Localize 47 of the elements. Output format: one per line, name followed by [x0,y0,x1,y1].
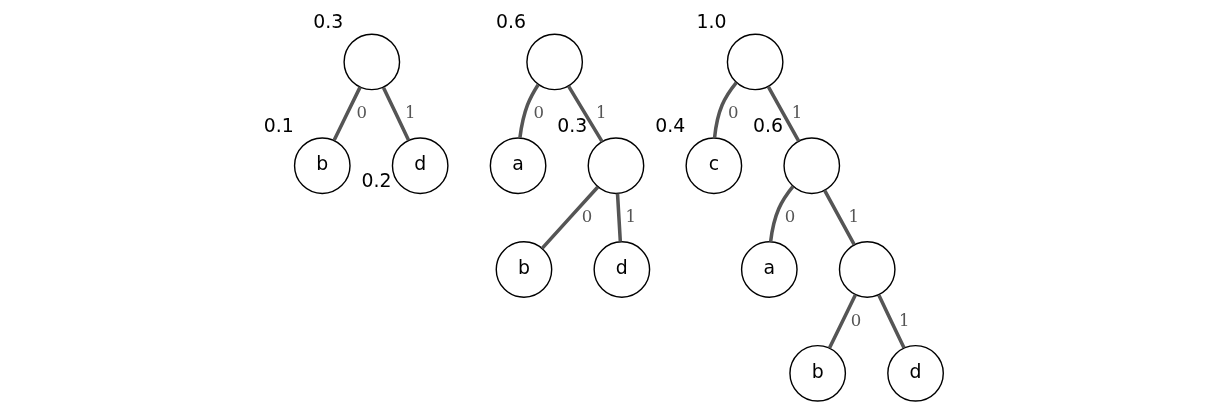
node-circle: d [391,137,449,195]
edge-label: 1 [595,103,607,123]
node-circle: a [740,241,798,298]
edge-label: 1 [404,103,416,123]
node-label: 0.6 [496,10,526,33]
node-label: 1.0 [696,10,727,33]
node-circle: d [887,344,944,402]
connector [615,193,623,242]
node-circle: d [593,241,651,298]
node-circle [343,33,401,91]
edge-label: 0 [533,103,544,123]
node-label: 0.4 [655,113,686,136]
node-label: 0.1 [263,113,294,136]
connector [827,293,858,349]
connector [877,294,906,349]
node-circle [726,33,784,91]
node-circle: b [495,241,553,298]
node-label: 0.2 [361,169,392,192]
edge-label: 1 [848,206,859,226]
node-circle: a [489,137,547,195]
node-circle [783,137,841,195]
connector [823,189,856,246]
edge-label: 0 [784,206,796,226]
edge-label: 0 [581,206,593,226]
node-circle [526,33,584,91]
node-label: 0.3 [557,113,588,136]
node-circle: c [685,137,743,195]
node-circle: b [789,344,847,402]
connector [518,83,540,139]
node-label: 0.6 [753,113,784,136]
node-label: 0.3 [313,10,344,33]
connector [567,85,604,143]
edge-label: 1 [791,103,803,123]
edge-label: 0 [728,103,739,123]
edge-label: 1 [625,206,636,226]
connector [712,81,738,139]
edge-label: 0 [850,310,862,330]
node-circle: b [293,137,351,195]
connector [766,85,801,142]
edge-label: 0 [356,103,368,123]
connector [540,185,600,250]
node-circle [838,241,896,298]
connector [381,86,411,141]
node-circle [587,137,645,195]
connector [768,185,795,242]
connector [332,86,362,142]
edge-label: 1 [899,310,910,330]
